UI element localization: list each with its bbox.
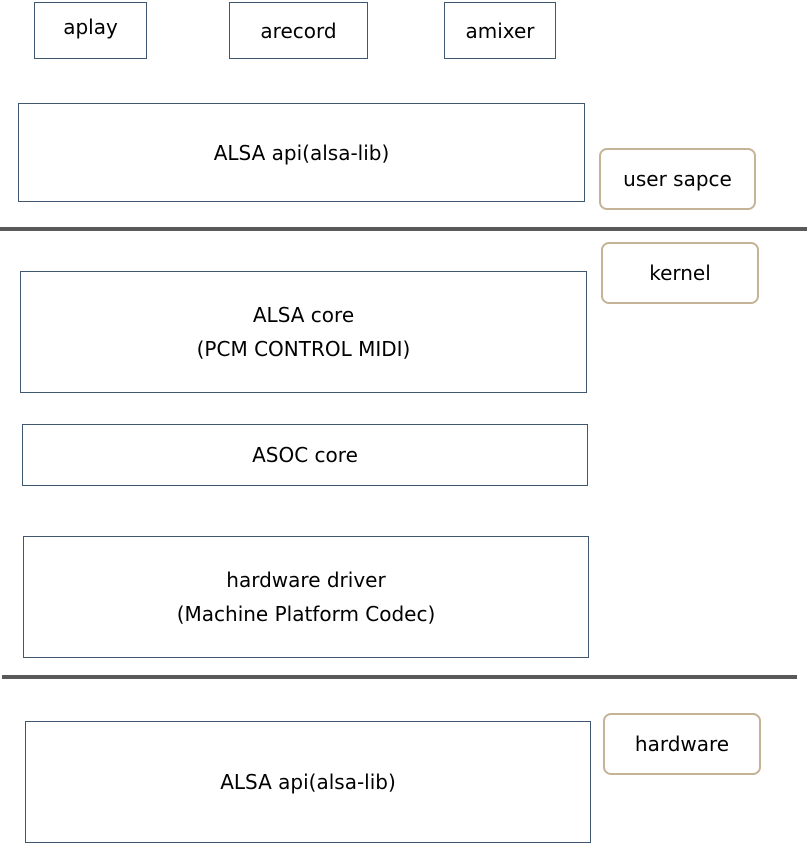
arecord-label: arecord [260,18,337,43]
alsa-api-hardware-label: ALSA api(alsa-lib) [220,770,396,794]
alsa-core-box: ALSA core (PCM CONTROL MIDI) [20,271,587,393]
alsa-api-user-box: ALSA api(alsa-lib) [18,103,585,202]
user-space-tag: user sapce [599,148,756,210]
kernel-label: kernel [649,261,711,285]
aplay-box: aplay [34,2,147,59]
arecord-box: arecord [229,2,368,59]
alsa-api-user-label: ALSA api(alsa-lib) [213,140,390,165]
amixer-box: amixer [444,2,556,59]
alsa-core-title: ALSA core [252,303,355,327]
user-kernel-divider [0,227,807,231]
amixer-label: amixer [465,18,535,43]
hardware-tag: hardware [603,713,761,775]
hardware-driver-title: hardware driver [226,568,386,592]
kernel-tag: kernel [601,242,759,304]
hardware-driver-subtitle: (Machine Platform Codec) [176,602,436,626]
asoc-core-box: ASOC core [22,424,588,486]
hardware-label: hardware [634,732,730,756]
aplay-label: aplay [63,14,118,39]
hardware-driver-box: hardware driver (Machine Platform Codec) [23,536,589,658]
alsa-api-hardware-box: ALSA api(alsa-lib) [25,721,591,843]
user-space-label: user sapce [623,167,732,191]
alsa-core-subtitle: (PCM CONTROL MIDI) [196,337,411,361]
kernel-hardware-divider [2,675,797,679]
asoc-core-label: ASOC core [252,443,358,467]
